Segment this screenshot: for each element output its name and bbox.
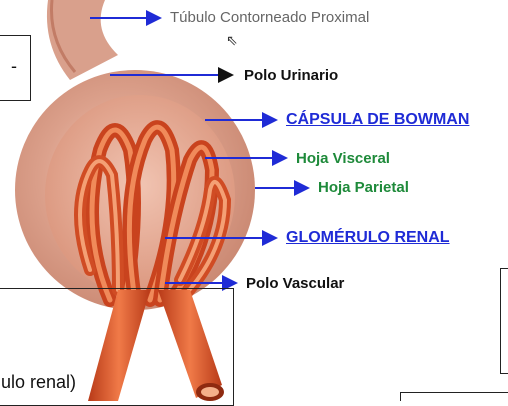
overlay-box-right-edge: [500, 268, 508, 374]
overlay-box-bottom-left: ulo renal): [0, 288, 234, 406]
label-hoja-visceral: Hoja Visceral: [296, 150, 390, 167]
mouse-cursor-icon: ⇖: [226, 32, 238, 49]
label-glomerulo-renal: GLOMÉRULO RENAL: [286, 229, 450, 247]
proximal-tubule: [47, 0, 118, 80]
label-capsula-bowman: CÁPSULA DE BOWMAN: [286, 111, 469, 129]
overlay-box-top-left: -: [0, 35, 31, 101]
overlay-dash-mark: -: [11, 56, 17, 77]
label-tubulo: Túbulo Contorneado Proximal: [170, 9, 369, 26]
label-polo-urinario: Polo Urinario: [244, 67, 338, 84]
label-polo-vascular: Polo Vascular: [246, 275, 344, 292]
overlay-box-bottom-right: [400, 392, 508, 401]
overlay-partial-text: ulo renal): [1, 372, 76, 393]
label-hoja-parietal: Hoja Parietal: [318, 179, 409, 196]
